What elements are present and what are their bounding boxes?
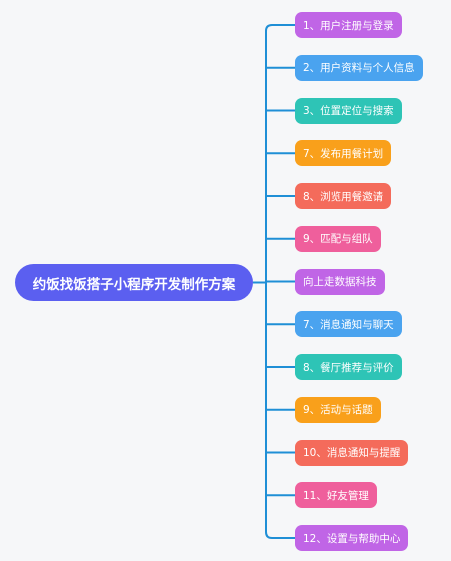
branch-node[interactable]: 7、消息通知与聊天 [295,311,402,338]
branch-node[interactable]: 9、活动与话题 [295,396,381,423]
branch-node[interactable]: 8、浏览用餐邀请 [295,183,392,209]
branch-node[interactable]: 8、餐厅推荐与评价 [295,354,402,380]
branch-node[interactable]: 向上走数据科技 [295,268,385,295]
branch-node[interactable]: 12、设置与帮助中心 [295,525,409,551]
branch-node[interactable]: 11、好友管理 [295,482,377,509]
branch-node[interactable]: 1、用户注册与登录 [295,12,402,38]
root-topic[interactable]: 约饭找饭搭子小程序开发制作方案 [15,264,253,301]
branch-node[interactable]: 10、消息通知与提醒 [295,439,409,466]
branch-node[interactable]: 3、位置定位与搜索 [295,97,402,124]
branch-node[interactable]: 2、用户资料与个人信息 [295,54,423,81]
branch-node[interactable]: 9、匹配与组队 [295,225,381,252]
branch-node[interactable]: 7、发布用餐计划 [295,140,392,167]
